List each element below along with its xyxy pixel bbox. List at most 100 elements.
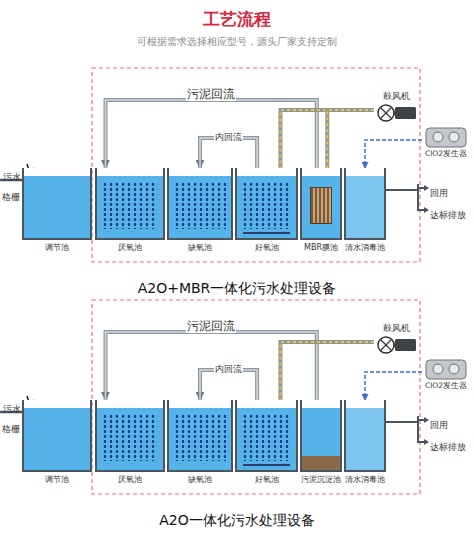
pipe-line bbox=[200, 370, 257, 400]
caption-text: A2O+MBR一体化污水处理设备 bbox=[138, 280, 337, 296]
blower-icon bbox=[374, 335, 418, 355]
pipe-line bbox=[200, 138, 257, 168]
blower: 鼓风机 bbox=[374, 90, 418, 123]
outlet-label-box: 达标排放 bbox=[430, 203, 466, 222]
tank: 污泥沉淀池 bbox=[300, 400, 342, 485]
tank-body bbox=[95, 168, 165, 240]
tank: 调节池 bbox=[22, 168, 92, 253]
tank-body bbox=[300, 168, 342, 240]
tank: 缺氧池 bbox=[167, 400, 233, 485]
tank-label: 调节池 bbox=[45, 242, 69, 253]
inlet-label: 污水 bbox=[3, 172, 21, 182]
outlet-label: 达标排放 bbox=[430, 442, 466, 452]
pipe-core bbox=[280, 110, 374, 168]
pipe-label-box: 污泥回流 bbox=[186, 83, 236, 103]
outlet-label: 达标排放 bbox=[430, 210, 466, 220]
air-pipe bbox=[327, 110, 374, 168]
tank-label: 好氧池 bbox=[255, 474, 279, 485]
bio-carrier bbox=[242, 414, 291, 461]
pipe-label-box: 内回流 bbox=[214, 357, 243, 376]
tank-body bbox=[95, 400, 165, 472]
tank-water bbox=[346, 408, 384, 470]
generator-label: ClO2发生器 bbox=[425, 149, 467, 159]
screen-label-box: 格栅 bbox=[2, 185, 20, 204]
caption-text-box: A2O+MBR一体化污水处理设备 bbox=[0, 278, 474, 298]
tank-water bbox=[24, 176, 90, 238]
tank-label: 厌氧池 bbox=[118, 242, 142, 253]
return-pipe bbox=[200, 138, 257, 168]
blower-label: 鼓风机 bbox=[383, 322, 410, 335]
caption-text: A2O一体化污水处理设备 bbox=[159, 512, 315, 528]
tank-water bbox=[346, 176, 384, 238]
chlorine-dioxide-generator: ClO2发生器 bbox=[422, 126, 470, 159]
tank: 清水消毒池 bbox=[344, 168, 386, 253]
tank-water bbox=[169, 176, 231, 238]
subtitle: 可根据需求选择相应型号，源头厂家支持定制 bbox=[137, 36, 337, 47]
pipe-label-box: 内回流 bbox=[214, 125, 243, 144]
tank: 缺氧池 bbox=[167, 168, 233, 253]
pipe-core bbox=[327, 110, 374, 168]
pipe-line bbox=[280, 110, 374, 168]
tank-label: 调节池 bbox=[45, 474, 69, 485]
tank: 厌氧池 bbox=[95, 168, 165, 253]
tank-label: 缺氧池 bbox=[188, 242, 212, 253]
pipe-core bbox=[280, 342, 374, 400]
tank-body bbox=[22, 168, 92, 240]
tank-body bbox=[235, 168, 298, 240]
inlet-label: 污水 bbox=[3, 404, 21, 414]
outlet-label-box: 达标排放 bbox=[430, 435, 466, 454]
chlorine-dioxide-generator: ClO2发生器 bbox=[422, 358, 470, 391]
outlet-label: 回用 bbox=[430, 188, 448, 198]
outlet-label: 回用 bbox=[430, 420, 448, 430]
pipe-core bbox=[200, 370, 257, 400]
bio-carrier bbox=[102, 414, 158, 461]
pipe-core bbox=[200, 138, 257, 168]
tank-body bbox=[167, 400, 233, 472]
dosing-pipe bbox=[365, 372, 422, 400]
pipe-label-box: 污泥回流 bbox=[186, 315, 236, 335]
bio-carrier bbox=[102, 182, 158, 229]
inlet-label-box: 污水 bbox=[3, 165, 21, 184]
tank-label: 污泥沉淀池 bbox=[301, 474, 341, 485]
tank-body bbox=[300, 400, 342, 472]
tank: 好氧池 bbox=[235, 400, 298, 485]
screen-label-box: 格栅 bbox=[2, 417, 20, 436]
aerator bbox=[243, 464, 290, 466]
tank-water bbox=[302, 176, 340, 238]
outlet-label-box: 回用 bbox=[430, 413, 448, 432]
dosing-pipe bbox=[365, 140, 422, 168]
pipe-line bbox=[280, 342, 374, 400]
tank: 好氧池 bbox=[235, 168, 298, 253]
diagram-static bbox=[0, 68, 429, 262]
settled-sludge bbox=[302, 456, 340, 470]
tank-water bbox=[97, 408, 163, 470]
pipe-label: 内回流 bbox=[214, 364, 243, 374]
tank: MBR膜池 bbox=[300, 168, 342, 253]
bio-carrier bbox=[174, 182, 226, 229]
tank-water bbox=[24, 408, 90, 470]
dosing-line bbox=[365, 140, 422, 168]
inlet-label-box: 污水 bbox=[3, 397, 21, 416]
blower-icon bbox=[374, 103, 418, 123]
bio-carrier bbox=[242, 182, 291, 229]
generator-icon bbox=[422, 126, 470, 148]
pipe-label: 污泥回流 bbox=[186, 87, 236, 101]
pipe-label: 内回流 bbox=[214, 132, 243, 142]
subtitle-box: 可根据需求选择相应型号，源头厂家支持定制 bbox=[0, 30, 474, 49]
bio-carrier bbox=[174, 414, 226, 461]
screen-label: 格栅 bbox=[2, 192, 20, 202]
tank-label: 厌氧池 bbox=[118, 474, 142, 485]
tank-label: 清水消毒池 bbox=[345, 242, 385, 253]
tank-label: 清水消毒池 bbox=[345, 474, 385, 485]
return-pipe bbox=[200, 370, 257, 400]
tank-water bbox=[237, 176, 296, 238]
tank-body bbox=[344, 400, 386, 472]
tank-label: 缺氧池 bbox=[188, 474, 212, 485]
tank-body bbox=[235, 400, 298, 472]
generator-label: ClO2发生器 bbox=[425, 381, 467, 391]
blower-label: 鼓风机 bbox=[383, 90, 410, 103]
tank: 厌氧池 bbox=[95, 400, 165, 485]
tank: 调节池 bbox=[22, 400, 92, 485]
dosing-line bbox=[365, 372, 422, 400]
tank-water bbox=[302, 408, 340, 470]
